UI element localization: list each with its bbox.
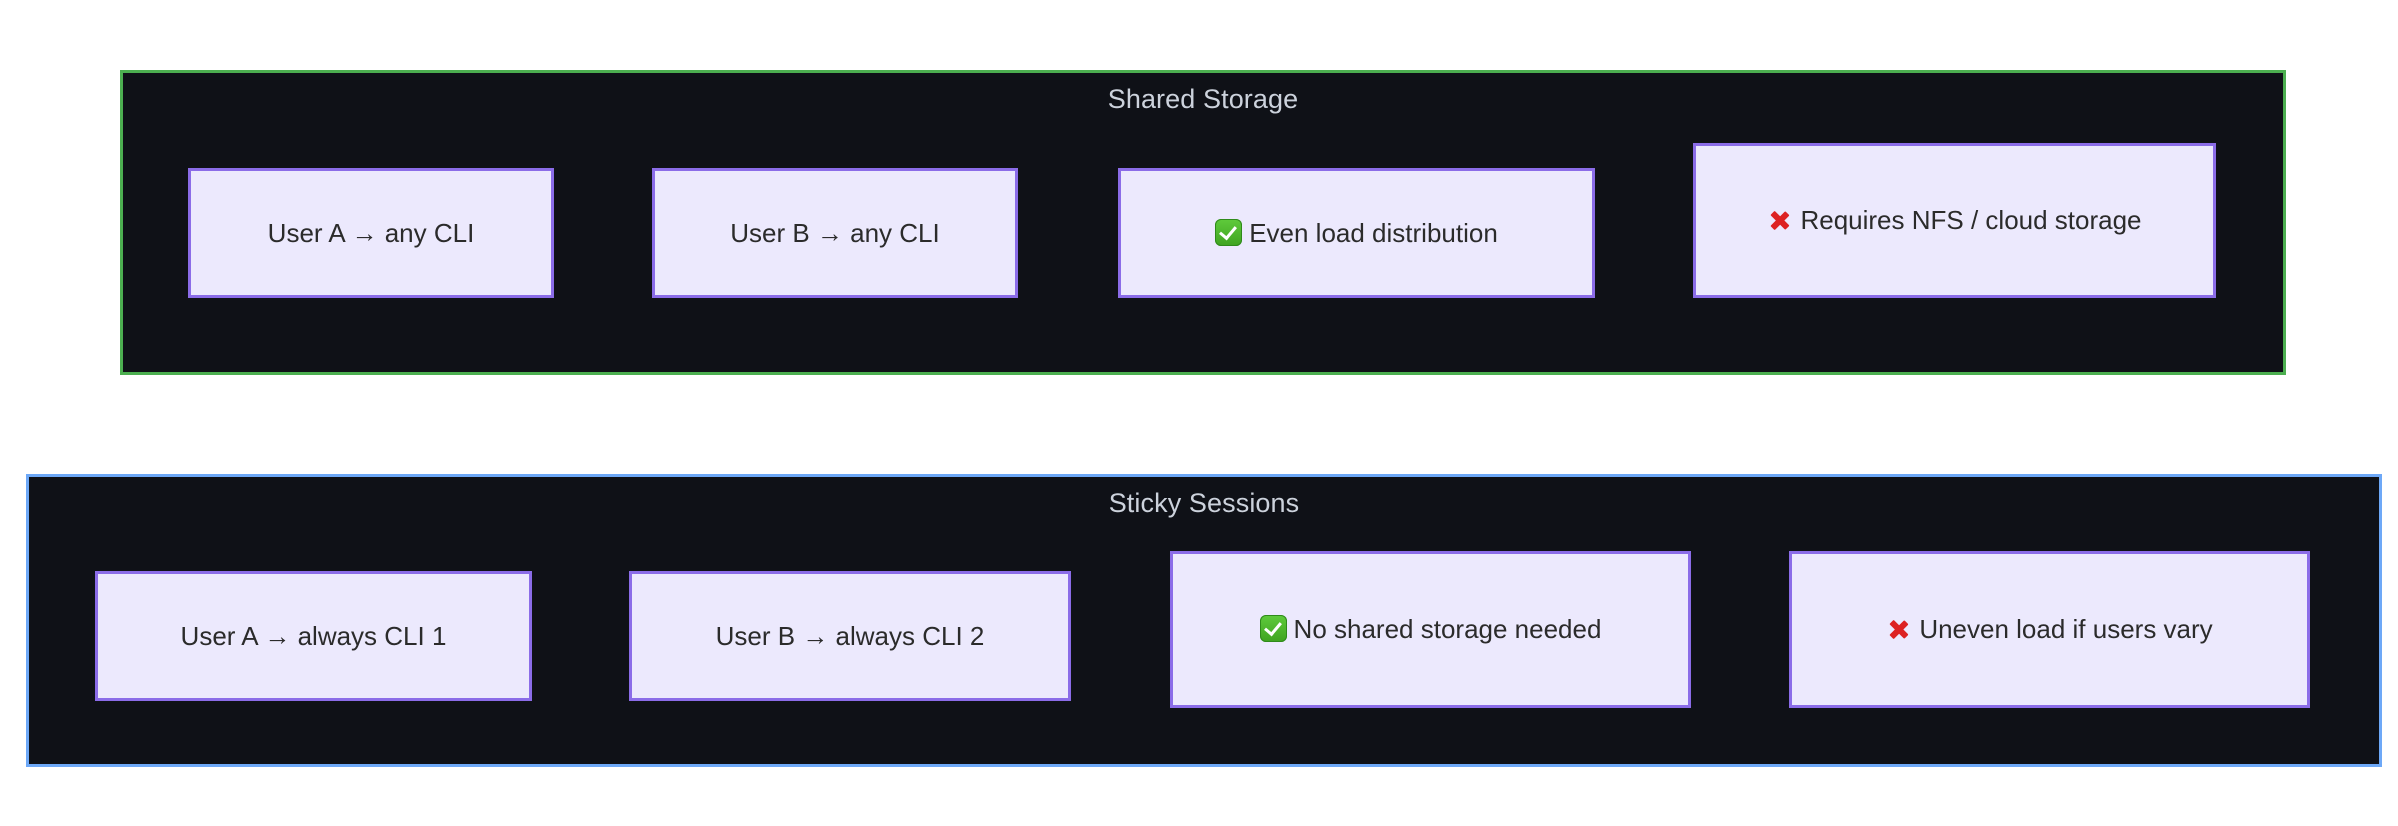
node-content: Uneven load if users vary <box>1806 613 2293 646</box>
node-content: No shared storage needed <box>1187 613 1674 646</box>
node-label: User A → always CLI 1 <box>180 620 447 651</box>
node-no-shared-storage-needed[interactable]: No shared storage needed <box>1170 551 1691 708</box>
check-mark-icon <box>1259 615 1287 642</box>
node-label: Requires NFS / cloud storage <box>1800 205 2142 235</box>
node-user-a-any-cli[interactable]: User A → any CLI <box>188 168 554 298</box>
node-label: Even load distribution <box>1249 217 1498 248</box>
cross-mark-icon <box>1886 617 1911 642</box>
node-content: Requires NFS / cloud storage <box>1710 204 2199 237</box>
node-content: Even load distribution <box>1135 217 1578 250</box>
node-label: No shared storage needed <box>1293 614 1602 644</box>
check-mark-icon <box>1215 218 1243 246</box>
node-user-b-always-cli-2[interactable]: User B → always CLI 2 <box>629 571 1071 701</box>
node-even-load-distribution[interactable]: Even load distribution <box>1118 168 1595 298</box>
node-label: User A → any CLI <box>267 217 475 248</box>
node-uneven-load-if-users-vary[interactable]: Uneven load if users vary <box>1789 551 2310 708</box>
subgraph-title-sticky-sessions: Sticky Sessions <box>1108 488 1300 518</box>
subgraph-title-shared-storage: Shared Storage <box>1107 84 1299 114</box>
node-label: Uneven load if users vary <box>1919 614 2213 644</box>
node-user-a-always-cli-1[interactable]: User A → always CLI 1 <box>95 571 532 701</box>
cross-mark-icon <box>1767 208 1792 233</box>
node-requires-nfs-cloud-storage[interactable]: Requires NFS / cloud storage <box>1693 143 2216 298</box>
node-label: User B → always CLI 2 <box>715 620 985 651</box>
node-user-b-any-cli[interactable]: User B → any CLI <box>652 168 1018 298</box>
node-label: User B → any CLI <box>730 217 940 248</box>
